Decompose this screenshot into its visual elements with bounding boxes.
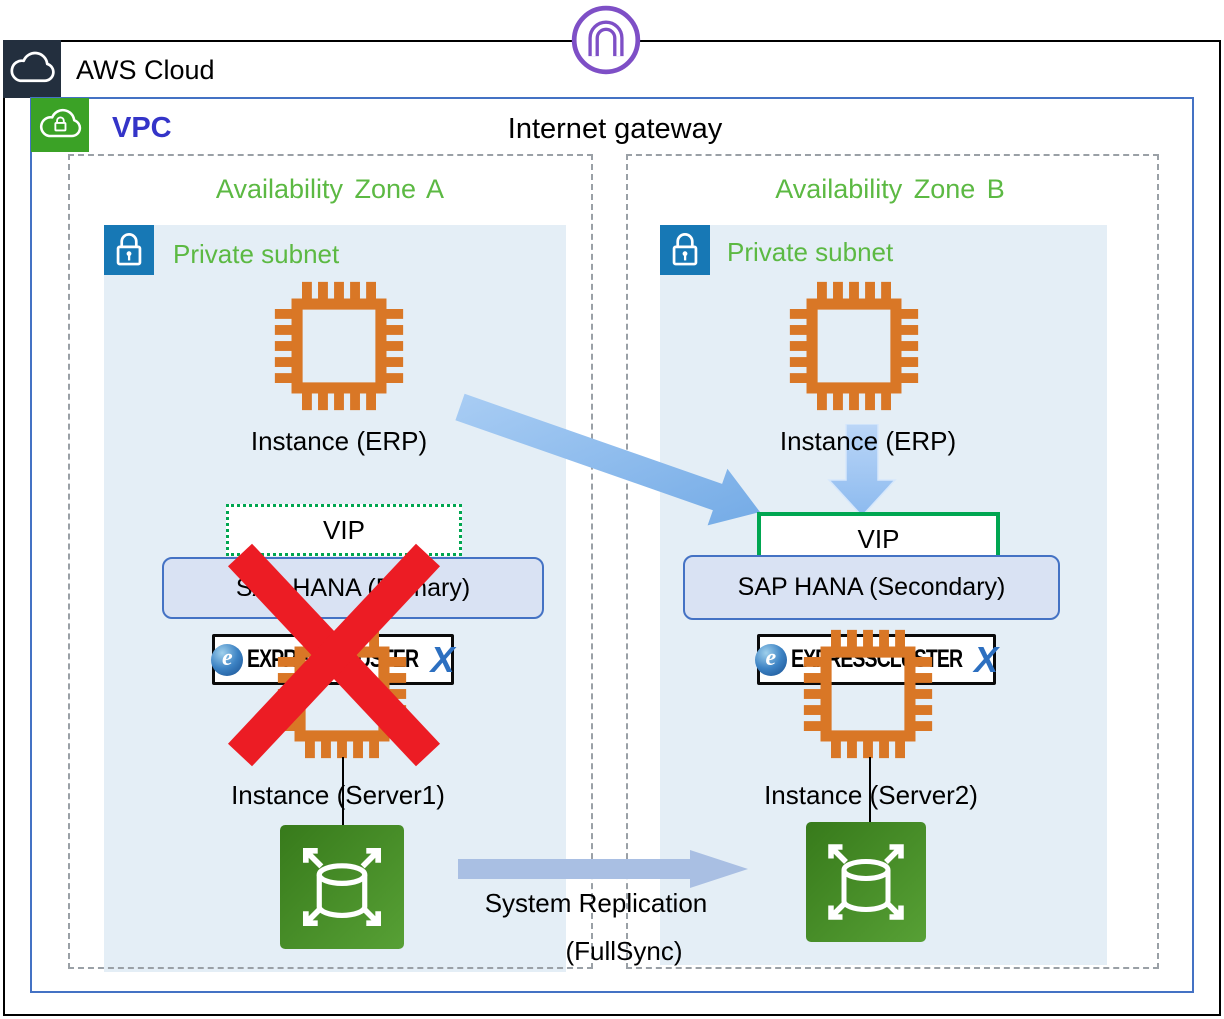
system-replication-label: System Replication bbox=[484, 888, 708, 918]
database-volume-icon bbox=[280, 825, 404, 949]
internet-gateway-icon bbox=[568, 2, 644, 78]
internet-gateway-label: Internet gateway bbox=[507, 113, 723, 145]
expresscluster-sphere-icon: e bbox=[211, 643, 244, 676]
instance-server2-label: Instance (Server2) bbox=[764, 780, 978, 810]
server1-db-connector-line bbox=[342, 757, 344, 825]
availability-zone-a-box bbox=[68, 154, 593, 969]
expresscluster-e: e bbox=[221, 645, 233, 671]
vip-box-a: VIP bbox=[226, 504, 462, 556]
replication-arrow bbox=[458, 850, 748, 888]
aws-cloud-icon bbox=[3, 40, 61, 98]
vpc-box bbox=[30, 97, 1194, 993]
fullsync-label: (FullSync) bbox=[565, 936, 683, 966]
ec2-instance-chip-icon bbox=[794, 620, 942, 768]
ec2-instance-chip-icon bbox=[265, 272, 413, 420]
private-subnet-lock-icon bbox=[104, 225, 154, 275]
failure-cross-icon bbox=[227, 543, 441, 767]
expresscluster-x: X bbox=[974, 638, 999, 680]
vip-arrow bbox=[827, 424, 897, 518]
vpc-icon bbox=[31, 98, 89, 152]
failover-arrow bbox=[455, 393, 760, 526]
private-subnet-a-label: Private subnet bbox=[173, 239, 340, 269]
expresscluster-x: X bbox=[430, 638, 455, 680]
private-subnet-lock-icon bbox=[660, 225, 710, 275]
database-volume-icon bbox=[806, 822, 926, 942]
instance-server1-label: Instance (Server1) bbox=[231, 780, 445, 810]
private-subnet-b-label: Private subnet bbox=[727, 237, 894, 267]
expresscluster-sphere-icon: e bbox=[754, 643, 787, 676]
availability-zone-b-box bbox=[626, 154, 1159, 969]
sap-hana-secondary-box: SAP HANA (Secondary) bbox=[683, 555, 1060, 620]
aws-cloud-label: AWS Cloud bbox=[76, 55, 215, 85]
vpc-label: VPC bbox=[112, 112, 172, 144]
expresscluster-e: e bbox=[765, 645, 777, 671]
instance-erp-a-label: Instance (ERP) bbox=[250, 426, 428, 456]
instance-erp-b-label: Instance (ERP) bbox=[779, 426, 957, 456]
server2-db-connector-line bbox=[869, 757, 871, 822]
availability-zone-b-label: Availability Zone B bbox=[775, 174, 1005, 204]
availability-zone-a-label: Availability Zone A bbox=[215, 174, 445, 204]
ec2-instance-chip-icon bbox=[780, 272, 928, 420]
